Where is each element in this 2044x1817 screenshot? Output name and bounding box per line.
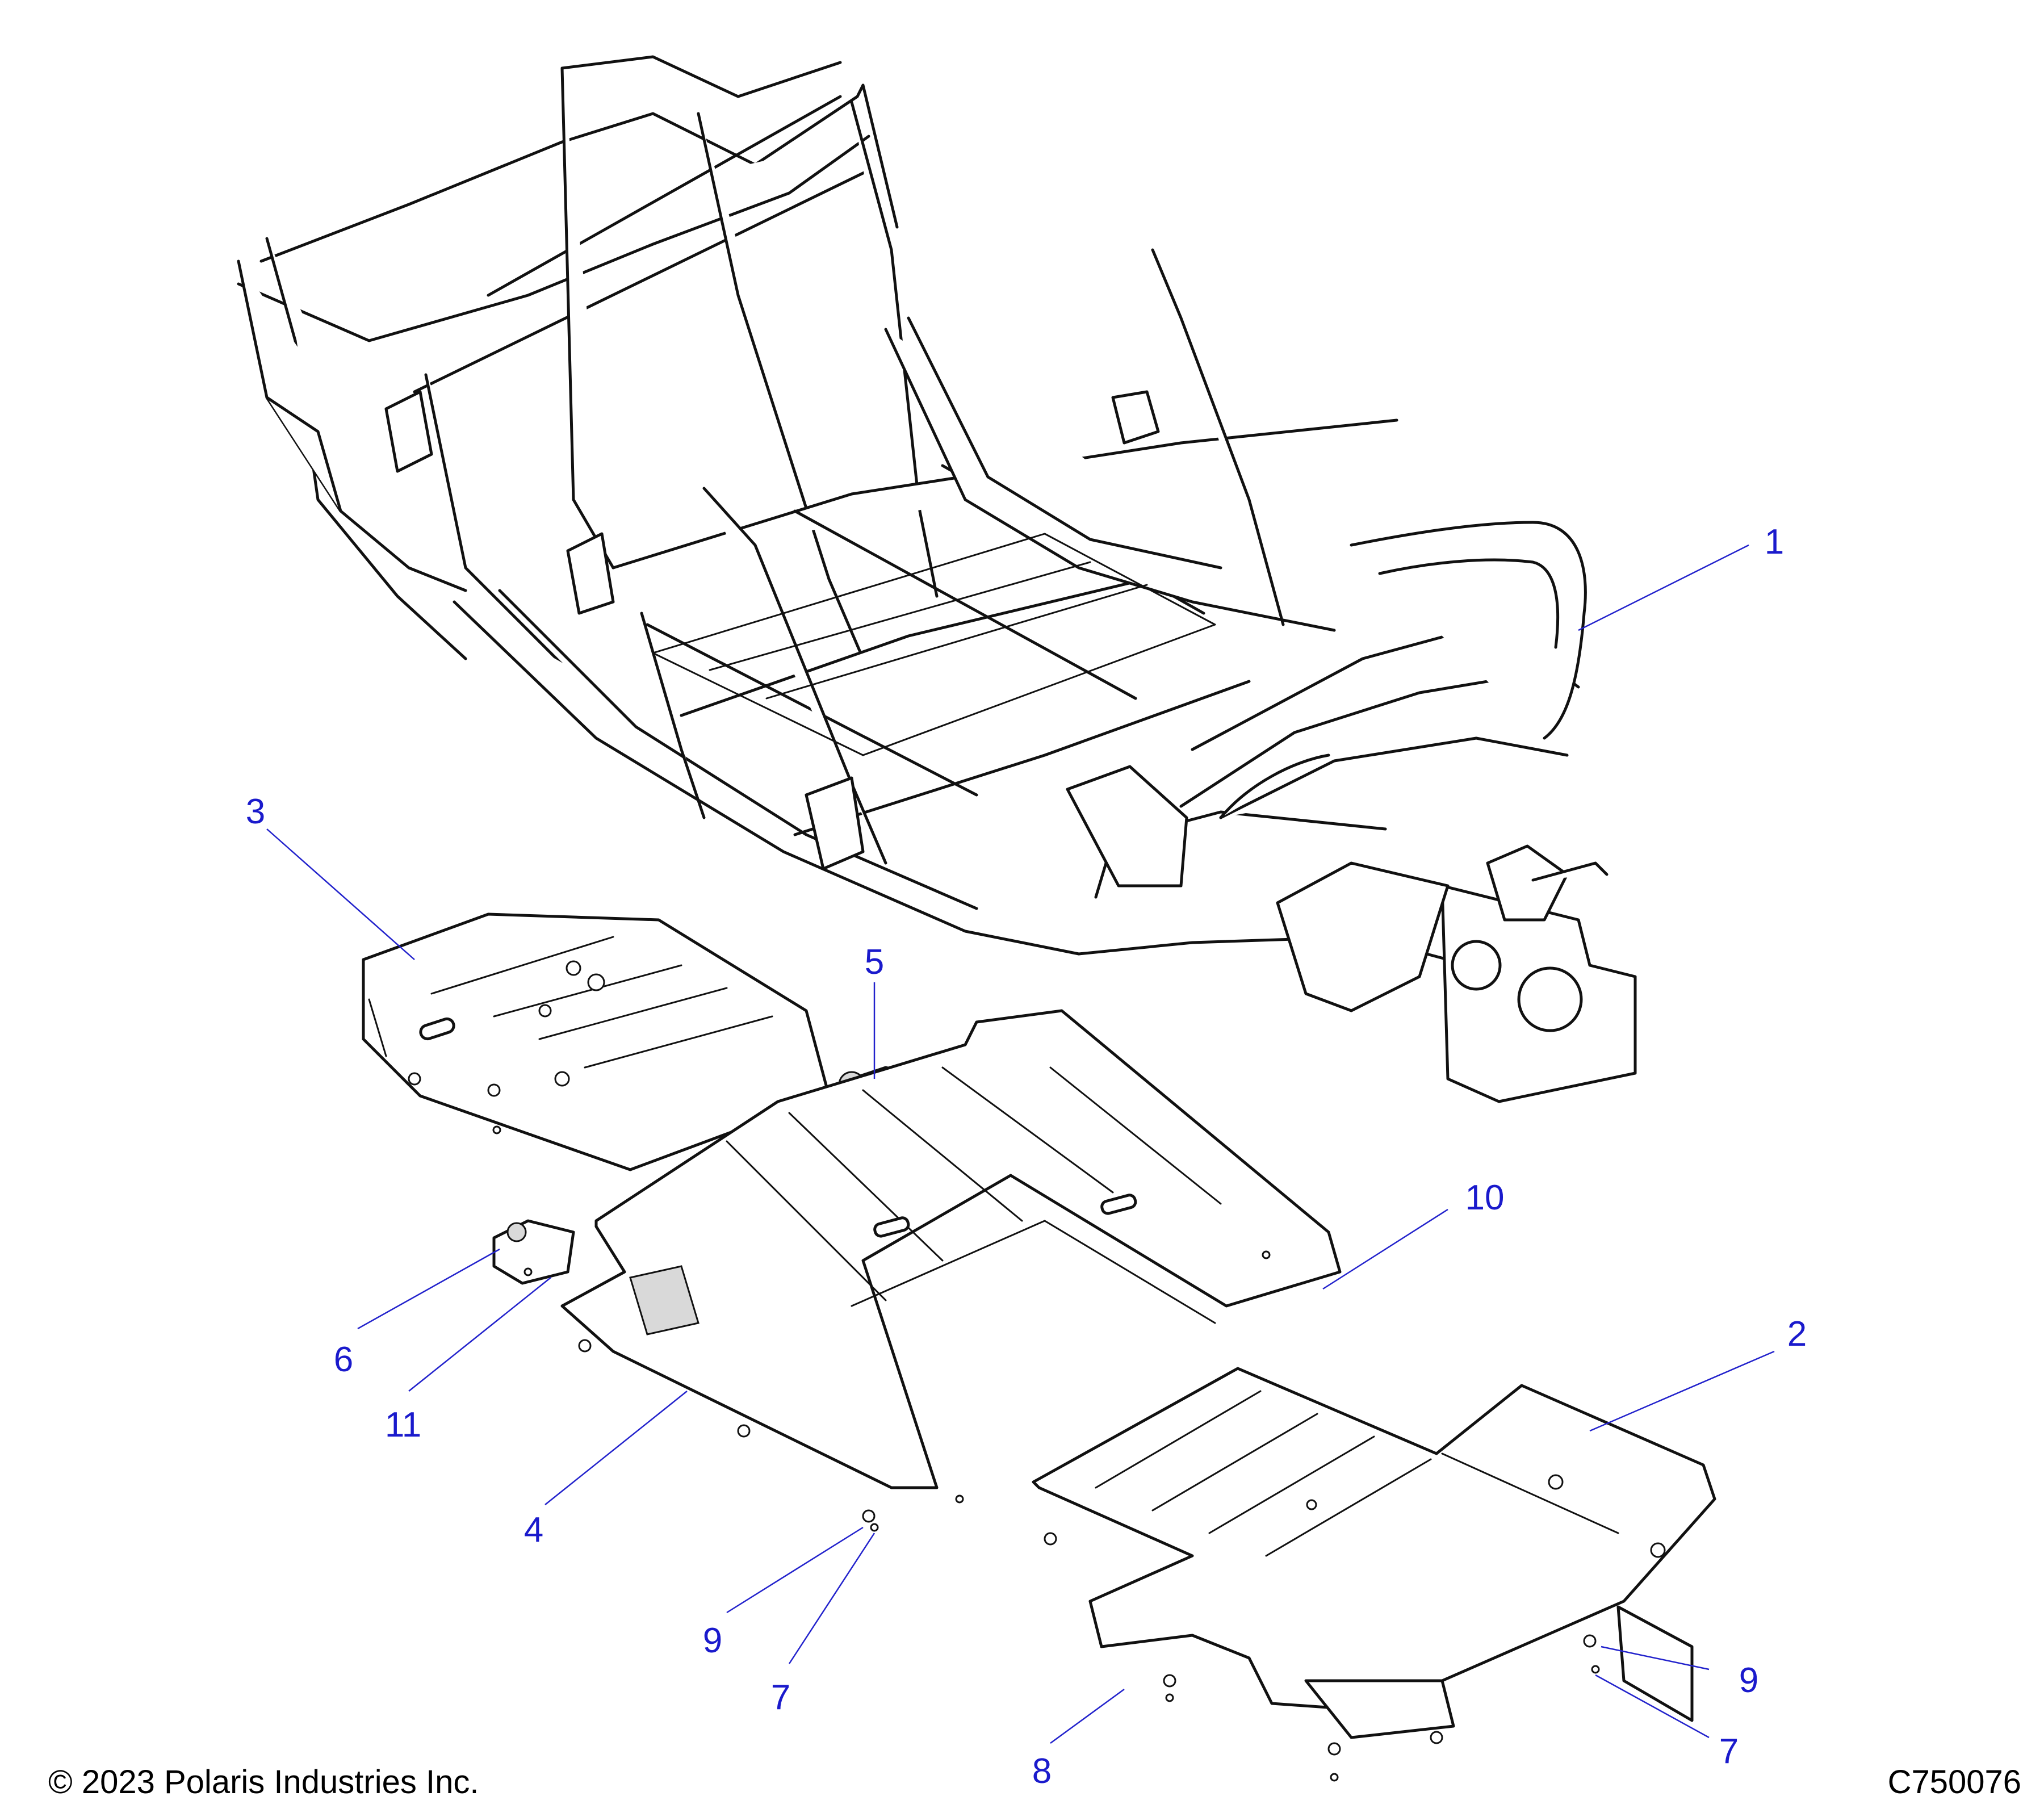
callout-8: 8 [1032,1752,1052,1791]
callout-labels: 1 2 3 4 5 6 7 7 8 9 9 10 11 [246,522,1807,1791]
leader-7a [788,1533,876,1664]
rear-skid-plate [362,912,831,1171]
leader-2 [1589,1350,1775,1432]
center-skid-fasteners [578,1250,1271,1532]
callout-7-center: 7 [771,1678,790,1717]
leader-8 [1050,1688,1125,1744]
callout-5: 5 [865,943,884,982]
leader-3 [266,828,415,960]
callout-11: 11 [385,1405,421,1445]
leader-11 [408,1277,551,1392]
callout-9-center: 9 [703,1621,722,1660]
callout-4: 4 [524,1510,543,1550]
leader-10 [1322,1208,1448,1290]
leader-4 [544,1391,688,1505]
leader-9a [726,1526,864,1614]
leader-6 [357,1248,500,1330]
leader-lines [266,544,1775,1744]
front-skid-fasteners [1044,1532,1600,1782]
figure-id: C750076 [1887,1764,2021,1801]
rear-skid-fasteners [408,1072,501,1134]
callout-6: 6 [334,1340,353,1379]
callout-3: 3 [246,792,265,831]
copyright-notice: © 2023 Polaris Industries Inc. [48,1764,479,1801]
leader-9b [1601,1646,1710,1671]
callout-9-front: 9 [1739,1661,1758,1700]
leader-1 [1578,544,1749,631]
callout-7-front: 7 [1719,1732,1739,1771]
center-skid-plate [560,1009,1342,1489]
front-skid-plate [1032,1367,1716,1739]
frame-assembly [237,55,1637,1103]
leader-7b [1595,1674,1710,1739]
callout-2: 2 [1787,1314,1807,1354]
callout-10: 10 [1465,1178,1505,1217]
skid-bracket-lower [492,1219,575,1285]
callout-1: 1 [1765,522,1784,562]
